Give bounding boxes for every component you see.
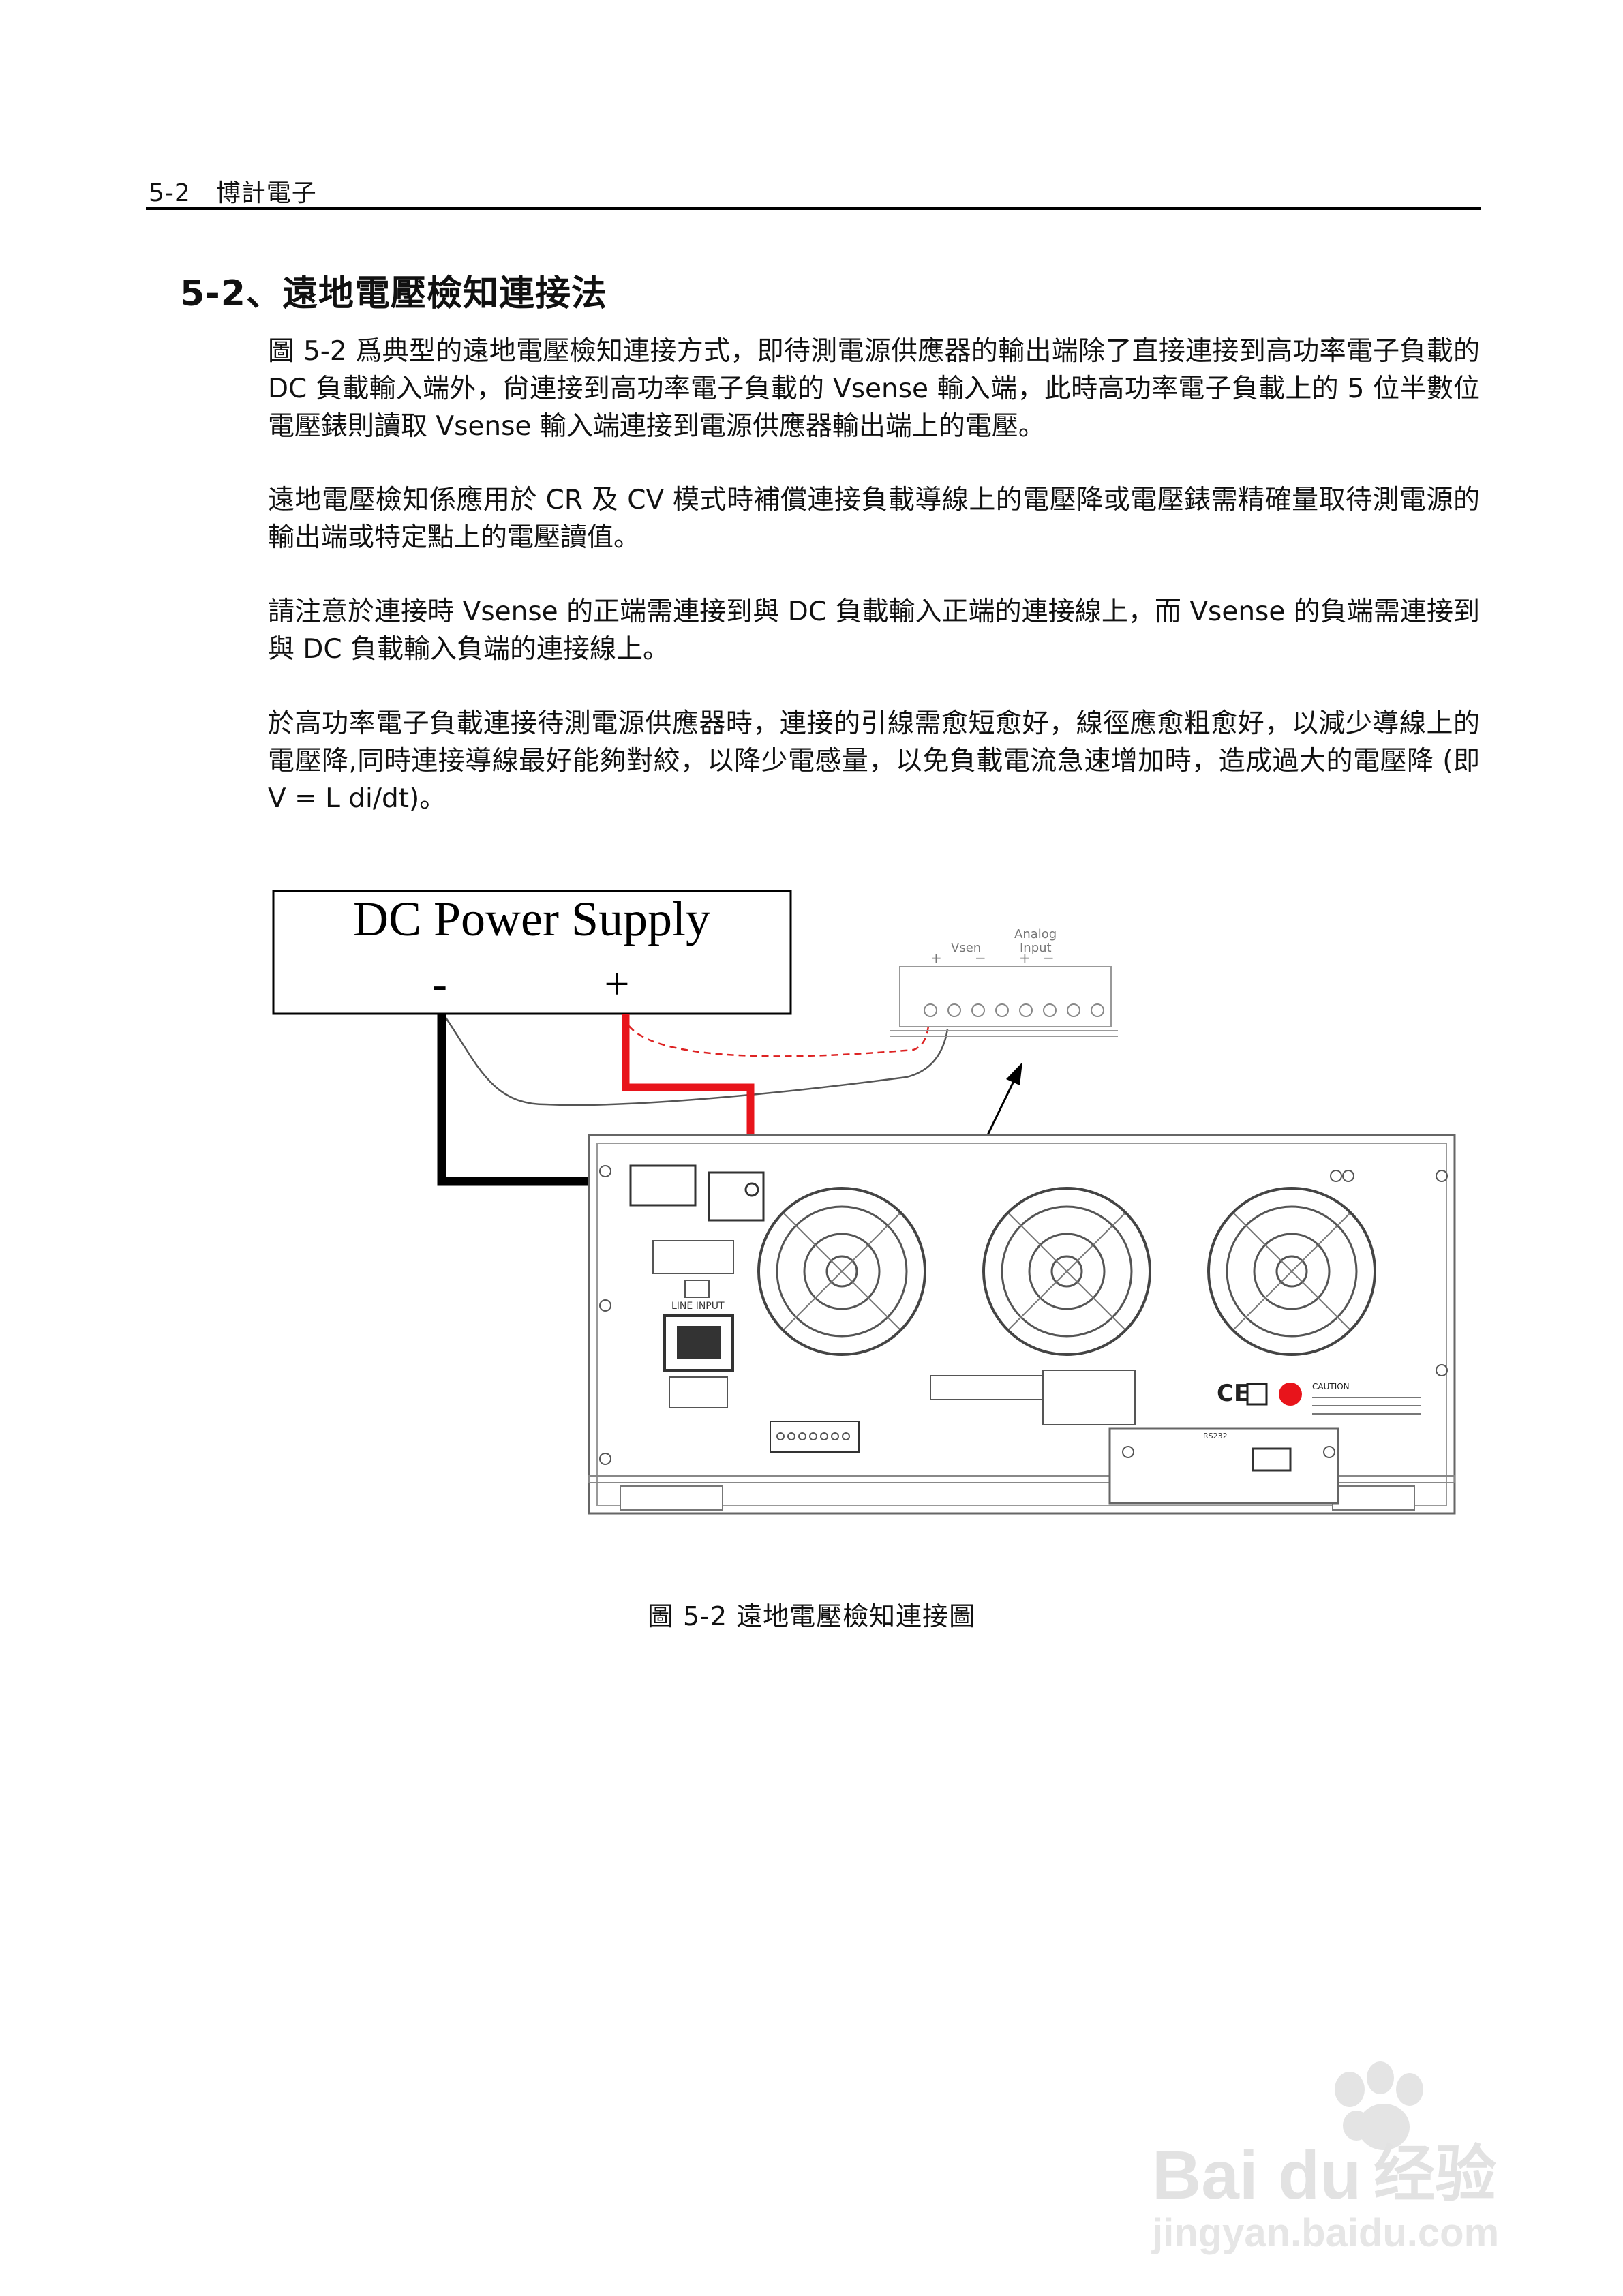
svg-text:Input: Input xyxy=(1020,941,1052,955)
watermark-brand2: du xyxy=(1278,2137,1361,2214)
load-rear-panel: LINE INPUT xyxy=(588,1134,1456,1515)
svg-text:CE: CE xyxy=(1217,1380,1249,1407)
watermark-product: 经验 xyxy=(1374,2139,1496,2210)
page-header: 5-2 博計電子 xyxy=(149,179,317,207)
power-supply-box xyxy=(272,890,792,1015)
watermark-brand: Bai xyxy=(1152,2137,1258,2214)
arrow-head xyxy=(1006,1062,1022,1085)
svg-text:−: − xyxy=(975,950,986,966)
paragraph-3: 請注意於連接時 Vsense 的正端需連接到與 DC 負載輸入正端的連接線上，而… xyxy=(268,596,1480,665)
paragraph-4: 於高功率電子負載連接待測電源供應器時，連接的引線需愈短愈好，線徑應愈粗愈好，以減… xyxy=(268,708,1480,814)
sense-negative-wire xyxy=(443,1015,949,1106)
svg-text:RS232: RS232 xyxy=(1203,1432,1228,1440)
svg-text:+: + xyxy=(1019,950,1031,966)
svg-text:+: + xyxy=(930,950,942,966)
watermark-url: jingyan.baidu.com xyxy=(1151,2211,1499,2255)
sense-positive-wire xyxy=(622,1015,930,1057)
svg-text:−: − xyxy=(1043,950,1055,966)
minus-terminal-label: - xyxy=(432,959,447,1009)
paragraph-1: 圖 5-2 爲典型的遠地電壓檢知連接方式，即待測電源供應器的輸出端除了直接連接到… xyxy=(268,336,1480,442)
svg-text:LINE INPUT: LINE INPUT xyxy=(671,1301,725,1312)
section-title: 5-2、遠地電壓檢知連接法 xyxy=(180,273,607,314)
baidu-watermark: Bai du 经验 jingyan.baidu.com xyxy=(1151,2061,1499,2255)
negative-load-wire xyxy=(437,1014,656,1186)
svg-text:CAUTION: CAUTION xyxy=(1312,1382,1350,1391)
svg-text:Vsen: Vsen xyxy=(951,941,981,955)
svg-text:Analog: Analog xyxy=(1014,927,1057,941)
figure-caption: 圖 5-2 遠地電壓檢知連接圖 xyxy=(647,1601,976,1631)
terminal-block-closeup: Vsen Analog Input + − + − xyxy=(890,927,1118,1037)
power-supply-label: DC Power Supply xyxy=(353,892,710,946)
remote-sense-diagram: DC Power Supply - + Vsen Analog Input + … xyxy=(272,890,1456,1515)
plus-terminal-label: + xyxy=(604,959,629,1009)
paragraph-2: 遠地電壓檢知係應用於 CR 及 CV 模式時補償連接負載導線上的電壓降或電壓錶需… xyxy=(268,485,1480,553)
header-rule xyxy=(146,207,1481,210)
